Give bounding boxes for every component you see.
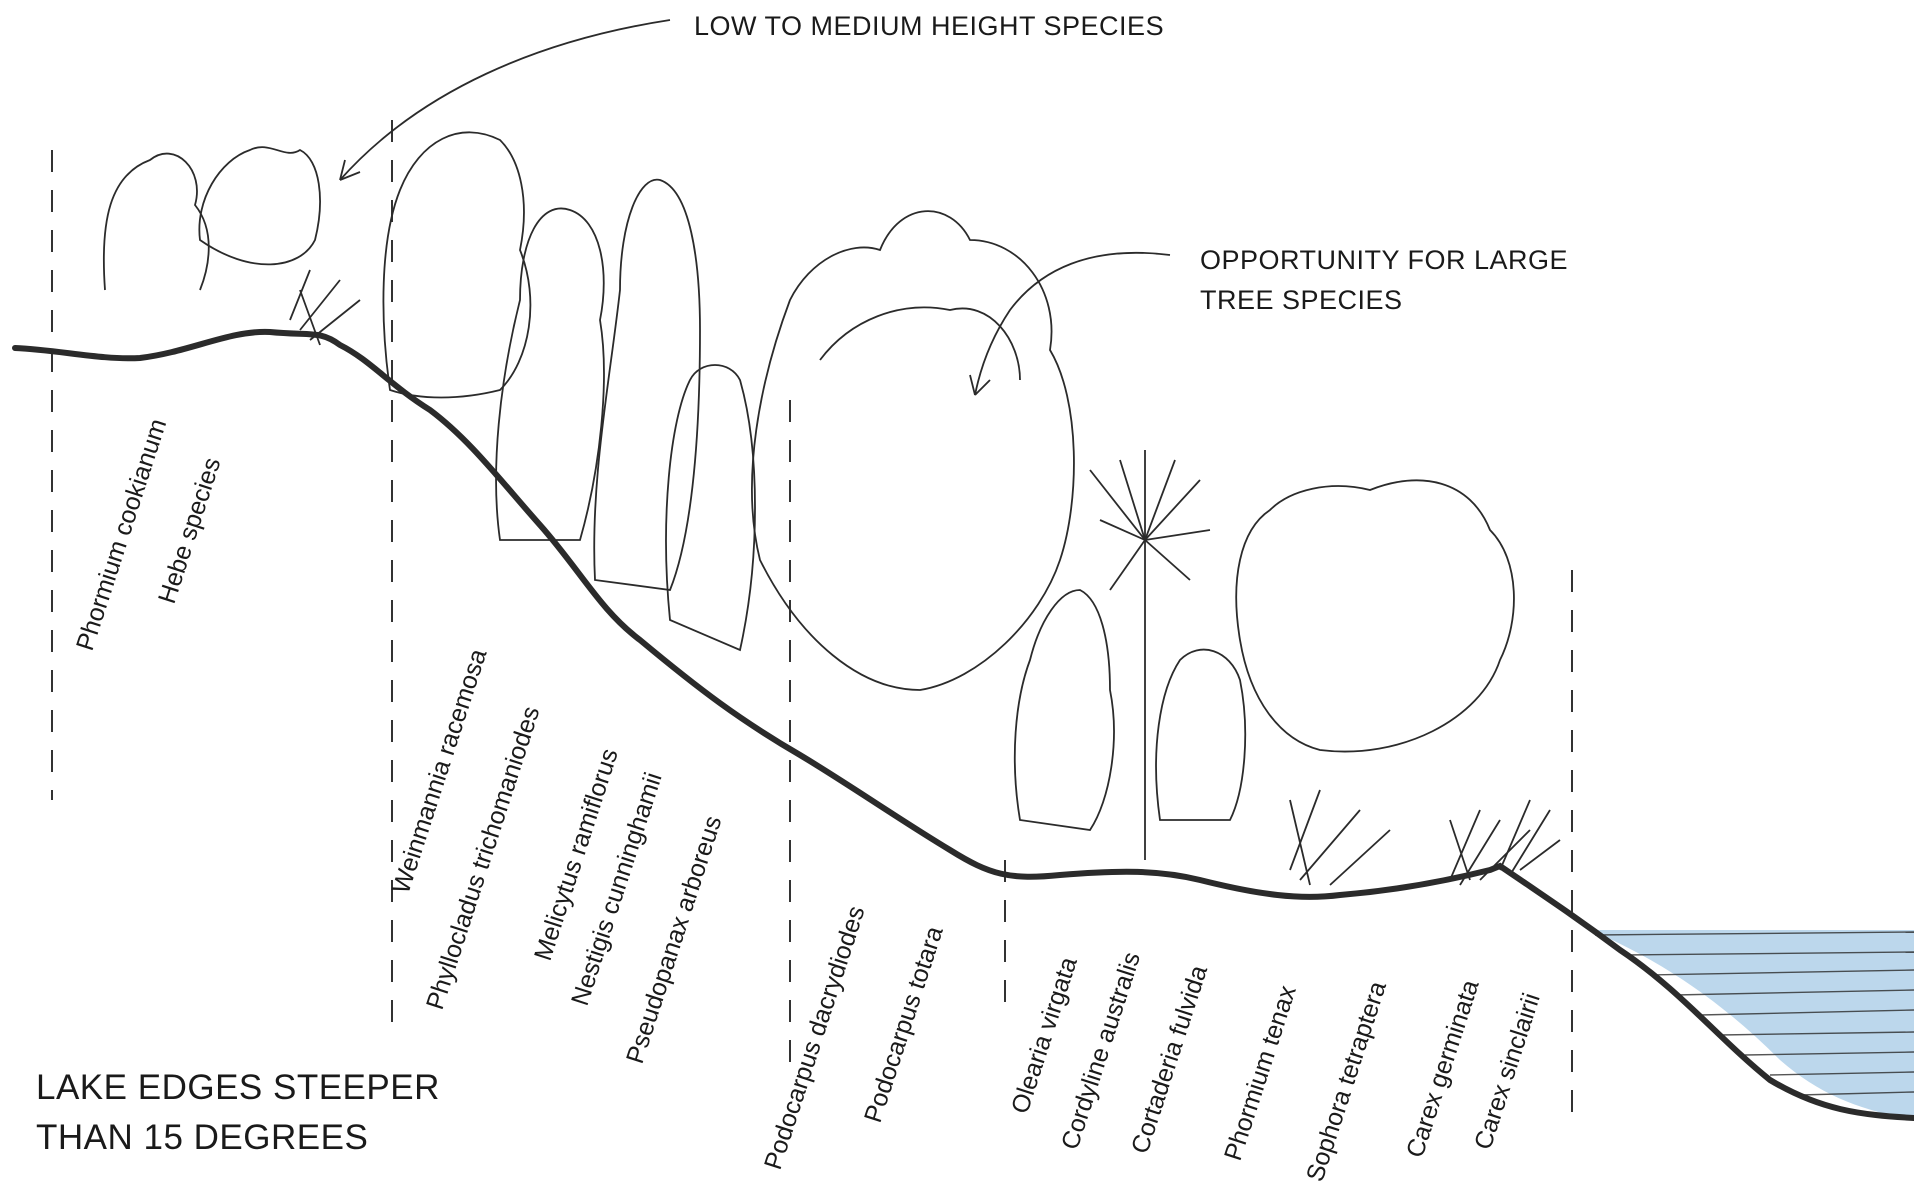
annotation-large-tree-line1: OPPORTUNITY FOR LARGE: [1200, 240, 1568, 280]
annotation-arrows: [340, 20, 1170, 395]
grasses: [290, 270, 1560, 885]
annotation-low-medium-height: LOW TO MEDIUM HEIGHT SPECIES: [694, 6, 1164, 46]
ground-profile: [15, 332, 1914, 1118]
arrow-large-tree: [975, 253, 1170, 395]
arrow-low-medium: [340, 20, 670, 180]
annotation-large-tree-line2: TREE SPECIES: [1200, 280, 1403, 320]
lake-water: [1590, 930, 1914, 1120]
title-line2: THAN 15 DEGREES: [36, 1115, 368, 1161]
title-line1: LAKE EDGES STEEPER: [36, 1065, 440, 1111]
